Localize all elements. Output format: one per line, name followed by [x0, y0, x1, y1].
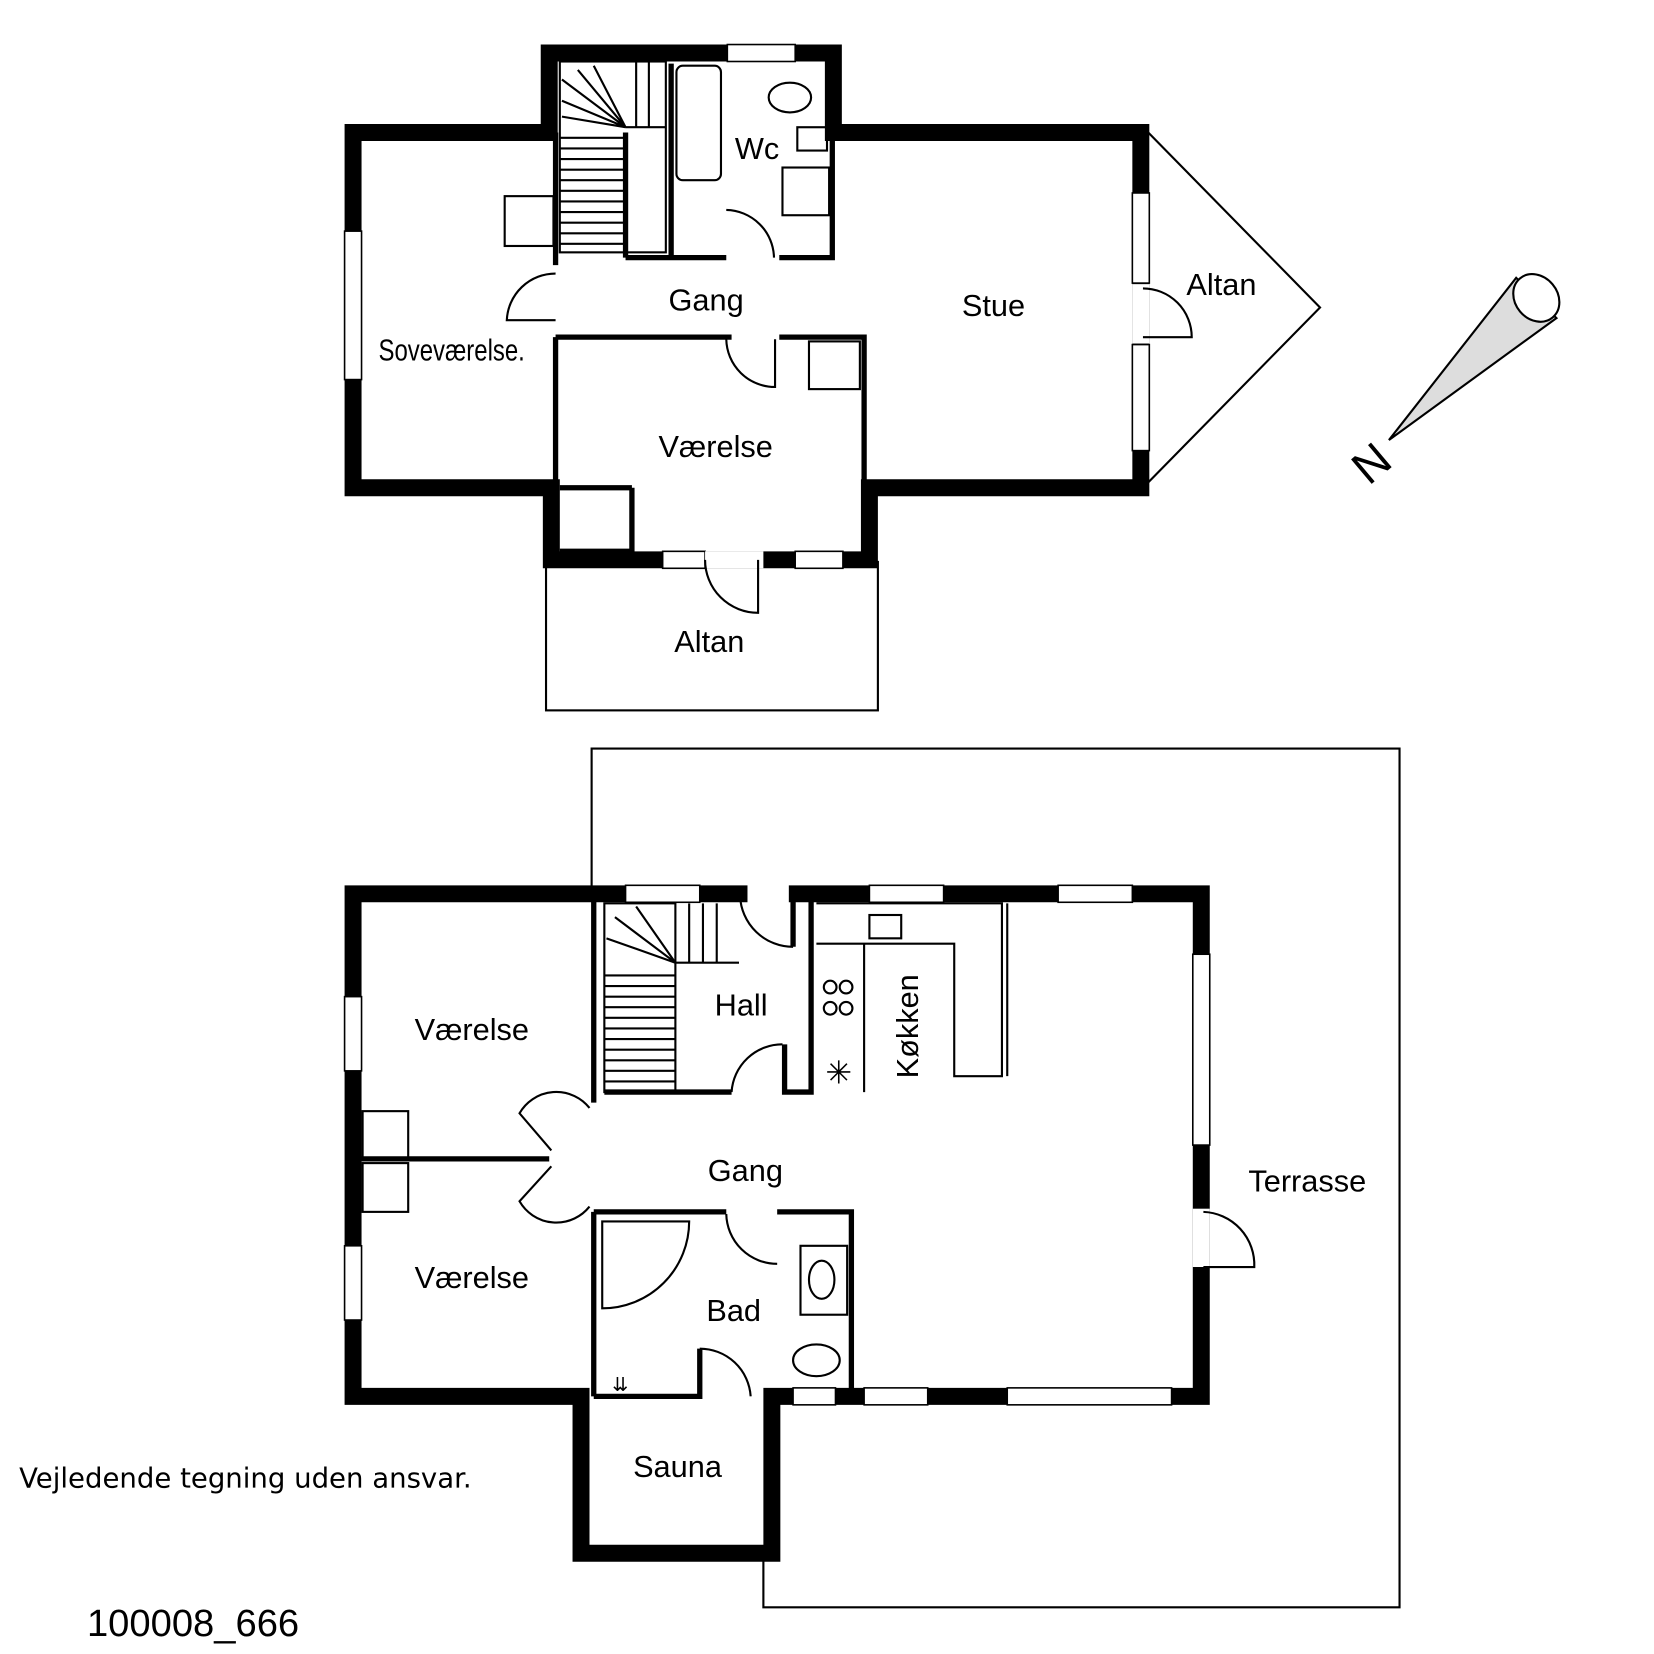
window: [794, 550, 844, 570]
room-label-vaerelse: Værelse: [415, 1012, 529, 1047]
door-swing: [699, 1347, 752, 1397]
upper-stairs: [558, 60, 667, 254]
window: [792, 1387, 837, 1406]
window: [863, 1387, 929, 1406]
door-swing: [725, 339, 777, 389]
window: [1057, 884, 1134, 904]
window: [343, 1245, 363, 1321]
sink: [807, 1259, 836, 1300]
bathroom-sink-cabinet: [799, 1244, 849, 1316]
room-label-gang: Gang: [708, 1153, 783, 1188]
fridge-icon: ✳: [825, 1055, 852, 1092]
toilet: [767, 81, 813, 114]
room-label-altan: Altan: [1186, 267, 1256, 302]
closet: [807, 340, 861, 391]
disclaimer-text: Vejledende tegning uden ansvar.: [19, 1463, 472, 1495]
stove-icon: [822, 979, 854, 1016]
room-label-sovevaer: Soveværelse.: [379, 332, 525, 367]
closet: [361, 1162, 410, 1213]
window: [1131, 192, 1151, 284]
door-opening: [1132, 284, 1150, 344]
upper-outer-walls: [344, 44, 1150, 569]
window: [1191, 953, 1211, 1146]
door-swing: [730, 1043, 783, 1093]
door-swing: [1142, 287, 1193, 339]
room-label-terrasse: Terrasse: [1248, 1164, 1366, 1199]
lower-interior-walls: [360, 895, 855, 1400]
kitchen-sink: [868, 913, 903, 940]
upper-floor: Wc Gang Stue Altan Soveværelse. Værelse …: [343, 43, 1322, 712]
room-label-vaerelse: Værelse: [658, 429, 772, 464]
room-label-sauna: Sauna: [633, 1449, 723, 1484]
door-swing: [1203, 1210, 1256, 1269]
toilet: [792, 1343, 841, 1378]
bathtub: [675, 64, 723, 182]
window: [868, 884, 945, 904]
closet: [361, 1110, 410, 1160]
terrace-outline: [590, 747, 1401, 1609]
room-label-gang: Gang: [669, 283, 744, 318]
window: [661, 550, 706, 570]
room-label-altan: Altan: [674, 624, 744, 659]
room-label-hall: Hall: [715, 988, 768, 1023]
window: [343, 230, 363, 381]
lower-stairs: [603, 902, 739, 1094]
east-balcony-outline: [1147, 131, 1322, 484]
window: [1131, 343, 1151, 452]
lower-outer-walls: [344, 885, 1210, 1562]
door-swing: [704, 559, 760, 614]
north-arrow-icon: N: [1342, 273, 1561, 494]
window: [726, 43, 796, 63]
door-opening: [705, 551, 764, 569]
cabinet: [781, 166, 831, 217]
floor-drain-icon: ⇊: [612, 1374, 628, 1396]
room-label-wc: Wc: [735, 131, 779, 166]
door-swing: [505, 272, 556, 322]
door-swing: [738, 895, 794, 948]
door-opening: [1192, 1208, 1210, 1268]
lower-floor: ✳ ⇊ Hall Køkken Værelse Gang Terrasse Væ…: [343, 747, 1401, 1609]
door-swing: [726, 208, 776, 258]
closet: [503, 195, 555, 248]
room-label-bad: Bad: [706, 1293, 761, 1328]
door-swing: [725, 1213, 778, 1265]
room-label-vaerelse: Værelse: [415, 1260, 529, 1295]
upper-interior-walls: [552, 63, 867, 554]
room-label-stue: Stue: [962, 288, 1025, 323]
window: [1006, 1387, 1173, 1406]
window: [343, 995, 363, 1072]
sink: [796, 126, 829, 152]
double-door-swing: [518, 1090, 591, 1224]
shower: [601, 1220, 691, 1310]
room-label-kokken: Køkken: [890, 974, 925, 1078]
drawing-id: 100008_666: [87, 1602, 299, 1645]
kitchen-counter: [816, 902, 1009, 1093]
north-label: N: [1342, 433, 1401, 494]
window: [624, 884, 701, 904]
